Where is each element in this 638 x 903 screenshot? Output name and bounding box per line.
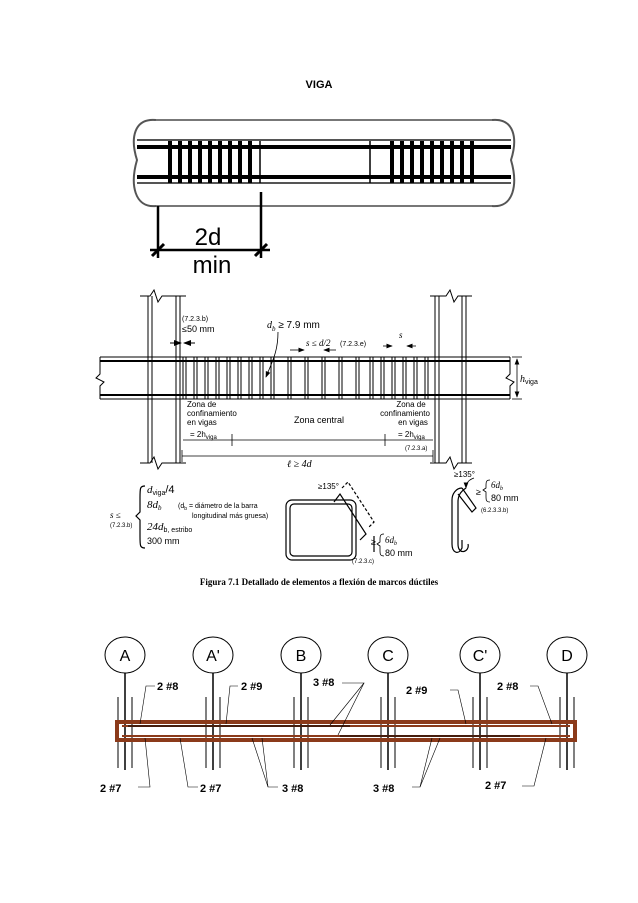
hook-ge-right: ≥ <box>476 487 481 497</box>
axis-c-label: C <box>382 648 394 665</box>
hook-angle-arrow <box>463 477 475 489</box>
formula-line4: 300 mm <box>147 536 180 546</box>
axis-b-label: B <box>296 648 307 665</box>
frame-beam <box>115 720 577 742</box>
h-viga-dim <box>512 356 522 400</box>
bar-label-bottom-5: 2 #7 <box>485 780 506 792</box>
bar-label-top-4: 2 #9 <box>406 685 427 697</box>
bar-label-top-5: 2 #8 <box>497 681 518 693</box>
s-le-d2-label: s ≤ d/2 <box>306 338 331 348</box>
viga-top-beam <box>132 118 516 208</box>
stirrup-section <box>285 481 375 561</box>
ref-723a: (7.2.3.a) <box>405 446 427 452</box>
frame-axes <box>104 636 588 674</box>
bar-label-top-2: 2 #9 <box>241 681 262 693</box>
hook-brace-right <box>482 479 491 503</box>
hook-angle-right: ≥135° <box>454 470 475 479</box>
dimension-2d-min <box>150 192 270 258</box>
zona-central-label: Zona central <box>294 415 344 425</box>
dim-2d-label: 2d <box>195 224 222 251</box>
formula-line3: 24db, estribo <box>147 521 192 534</box>
hook-detail-right <box>451 487 477 553</box>
formula-line2: 8db <box>147 499 162 512</box>
zona-left-line2: confinamiento <box>187 409 237 418</box>
db-leader <box>265 331 279 378</box>
zona-right-eq: = 2hviga <box>398 430 425 441</box>
hook-ref-b: (6.2.3.3.b) <box>481 508 508 514</box>
axis-d-label: D <box>561 648 573 665</box>
hook-brace <box>376 533 385 557</box>
bar-label-bottom-2: 2 #7 <box>200 783 221 795</box>
zona-right-line3: en vigas <box>398 418 428 427</box>
formula-ref: (7.2.3.b) <box>110 523 132 529</box>
formula-note: (db = diámetro de la barra <box>178 503 258 512</box>
bar-label-bottom-4: 3 #8 <box>373 783 394 795</box>
dim-min-label: min <box>193 252 232 279</box>
viga-title: VIGA <box>306 79 333 91</box>
formula-line1: dviga/4 <box>147 484 175 497</box>
zona-right-line1: Zona de <box>396 400 426 409</box>
zona-left-line3: en vigas <box>187 418 217 427</box>
formula-brace <box>135 485 146 549</box>
axis-a-prime-label: A' <box>206 648 220 665</box>
db-label: db ≥ 7.9 mm <box>267 320 320 333</box>
ref-723b-top: (7.2.3.b) <box>182 316 208 323</box>
axis-a-label: A <box>120 648 131 665</box>
ref-723e: (7.2.3.e) <box>340 341 366 348</box>
zona-left-eq: = 2hviga <box>190 430 217 441</box>
h-viga-label: hviga <box>520 374 538 386</box>
bar-label-bottom-3: 3 #8 <box>282 783 303 795</box>
hook-angle-label: ≥135° <box>318 482 339 491</box>
formula-note2: longitudinal más gruesa) <box>192 513 268 520</box>
hook-ge: ≥ <box>371 537 376 547</box>
zona-right-line2: confinamiento <box>380 409 430 418</box>
zone-dimension-lines <box>181 434 434 462</box>
formula-s-le: s ≤ <box>110 510 121 520</box>
hook-v2: 80 mm <box>385 548 413 558</box>
bar-label-top-1: 2 #8 <box>157 681 178 693</box>
le50-label: ≤50 mm <box>182 324 214 334</box>
bar-label-bottom-1: 2 #7 <box>100 783 121 795</box>
axis-c-prime-label: C' <box>473 648 488 665</box>
zona-left-line1: Zona de <box>187 400 217 409</box>
hook-v2-right: 80 mm <box>491 493 519 503</box>
hook-ref-c: (7.2.3.c) <box>352 559 374 565</box>
frame-leaders <box>138 682 553 788</box>
hook-v1: 6db <box>385 535 397 547</box>
hook-v1-right: 6db <box>491 480 503 492</box>
ell-label: ℓ ≥ 4d <box>287 459 313 470</box>
detail-stirrups <box>182 357 429 399</box>
s-label: s <box>399 330 403 340</box>
figure-caption: Figura 7.1 Detallado de elementos a flex… <box>200 577 439 587</box>
bar-label-top-3: 3 #8 <box>313 677 334 689</box>
